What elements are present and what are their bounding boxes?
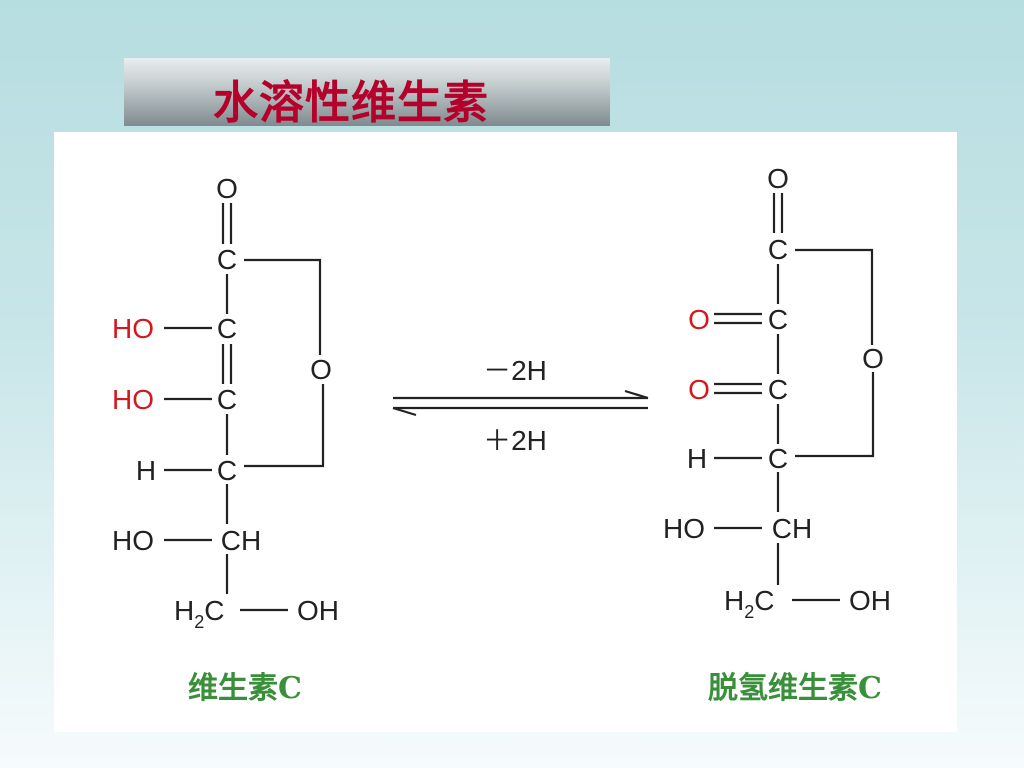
atom-o-carbonyl: O bbox=[767, 163, 789, 194]
ring-bond bbox=[244, 384, 325, 468]
atom-c2: C bbox=[217, 313, 237, 344]
atom-h2c: H2C bbox=[174, 595, 224, 632]
forward-label: －2H bbox=[483, 355, 547, 386]
atom-c2: C bbox=[768, 304, 788, 335]
title-bar bbox=[124, 58, 610, 126]
atom-o-carbonyl: O bbox=[216, 173, 238, 204]
dehydro-vitamin-c-structure: O C O C O O C H C HO CH H2C OH bbox=[663, 163, 891, 622]
slide-title: 水溶性维生素 bbox=[213, 76, 490, 129]
atom-hydroxyl-red: HO bbox=[112, 384, 154, 415]
atom-oh: OH bbox=[297, 595, 339, 626]
reverse-label: ＋2H bbox=[483, 425, 547, 456]
vitamin-c-structure: O C HO C O HO C H C HO CH H2C OH bbox=[112, 173, 339, 632]
caption-dehydro-vitamin-c: 脱氢维生素C bbox=[708, 671, 882, 706]
atom-c1: C bbox=[768, 234, 788, 265]
caption-vitamin-c: 维生素C bbox=[188, 671, 302, 706]
atom-oxo-red: O bbox=[688, 374, 710, 405]
atom-oxo-red: O bbox=[688, 304, 710, 335]
atom-ring-o: O bbox=[310, 354, 332, 385]
atom-c3: C bbox=[217, 384, 237, 415]
atom-c3: C bbox=[768, 374, 788, 405]
atom-ch: CH bbox=[772, 513, 812, 544]
diagram-panel bbox=[54, 132, 957, 732]
ring-bond bbox=[795, 372, 875, 458]
atom-h: H bbox=[136, 455, 156, 486]
atom-ch: CH bbox=[221, 525, 261, 556]
atom-hydroxyl: HO bbox=[663, 513, 705, 544]
reverse-arrow-head bbox=[392, 406, 417, 417]
atom-ring-o: O bbox=[862, 343, 884, 374]
forward-arrow-head bbox=[624, 389, 649, 400]
atom-h2c: H2C bbox=[724, 585, 774, 622]
ring-bond bbox=[795, 248, 874, 345]
atom-h: H bbox=[687, 443, 707, 474]
atom-c4: C bbox=[217, 455, 237, 486]
atom-hydroxyl: HO bbox=[112, 525, 154, 556]
atom-oh: OH bbox=[849, 585, 891, 616]
atom-c4: C bbox=[768, 443, 788, 474]
ring-bond bbox=[244, 258, 322, 355]
atom-hydroxyl-red: HO bbox=[112, 313, 154, 344]
atom-c1: C bbox=[217, 244, 237, 275]
equilibrium-arrows: －2H ＋2H bbox=[392, 355, 649, 456]
